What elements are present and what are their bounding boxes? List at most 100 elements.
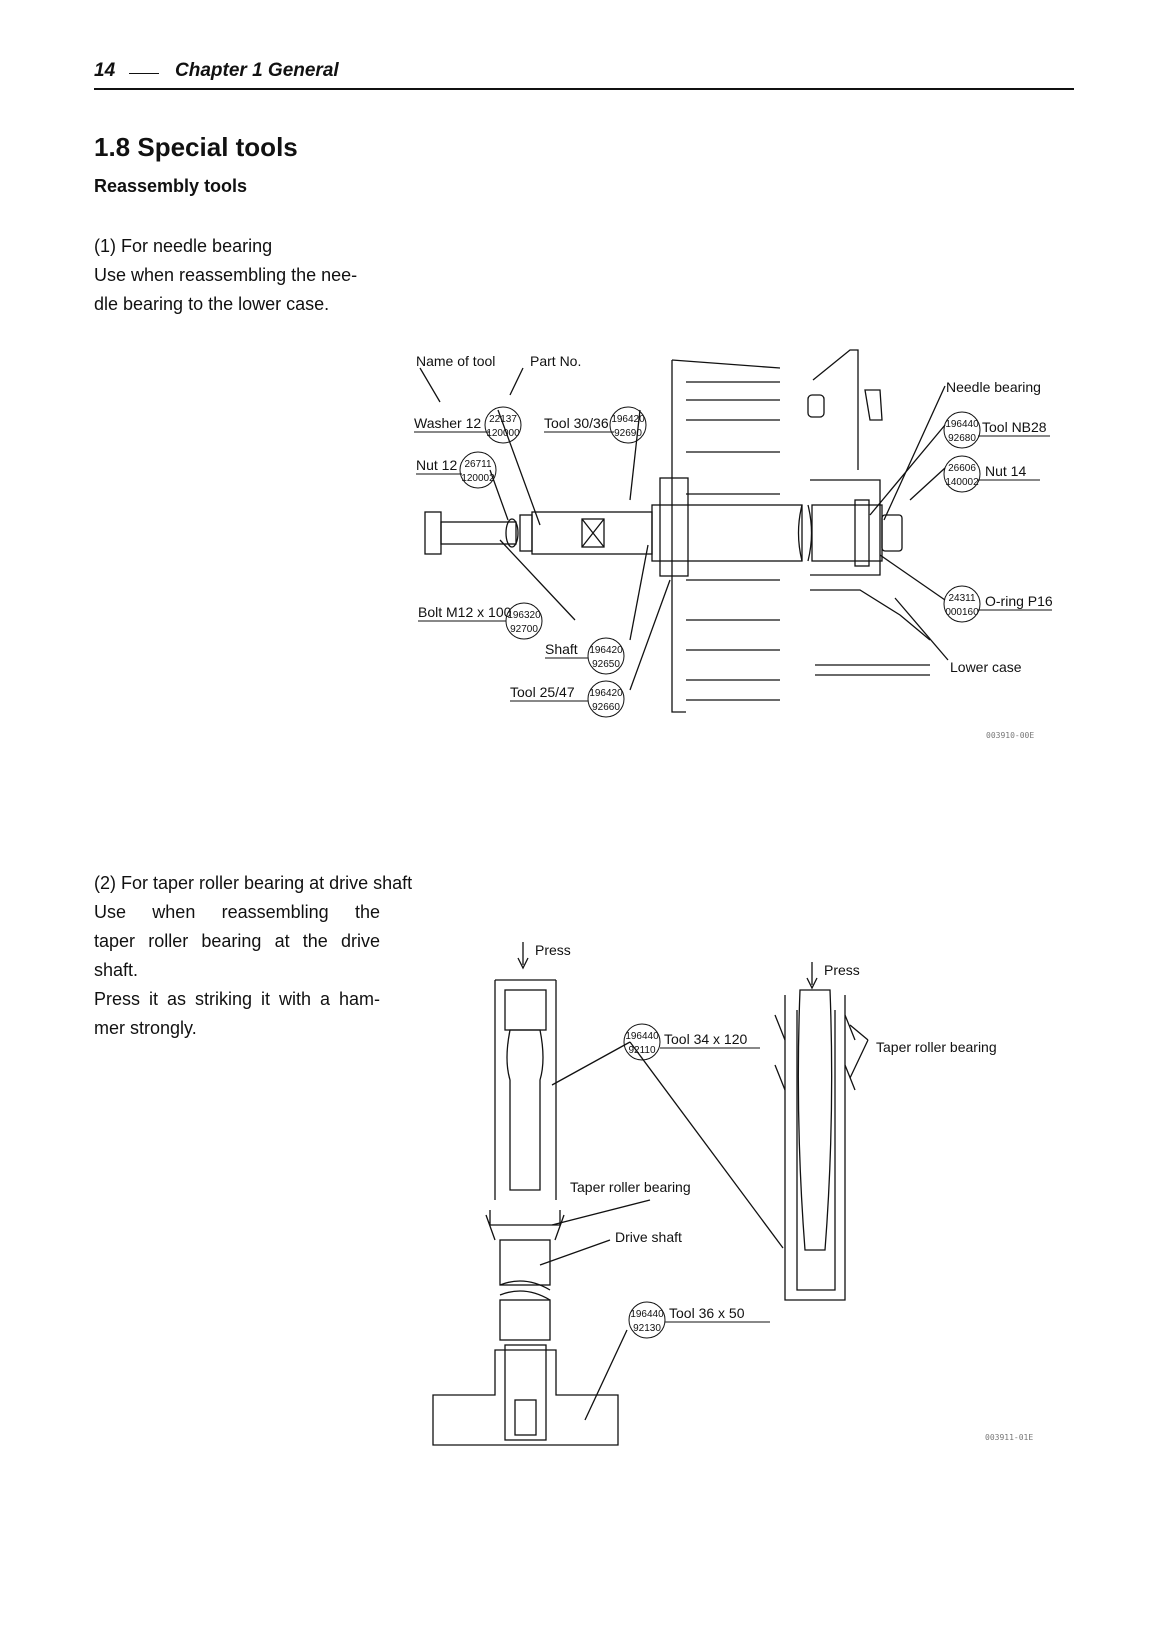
part-callout: 196440 92680 Tool NB28 xyxy=(943,411,1050,449)
leader-needle-bearing xyxy=(883,385,946,521)
part-name: Tool 25/47 xyxy=(510,684,575,700)
part-number-circle xyxy=(623,1023,661,1061)
taper-roller-bearing-tool-figure: Press Press Taper roller bearing Taper r… xyxy=(432,942,1033,1446)
header-rule xyxy=(94,88,1074,90)
part-no-bottom: 92660 xyxy=(592,702,620,713)
leader-tool-34-120-left xyxy=(551,1041,631,1086)
part-no-bottom: 120000 xyxy=(486,428,520,439)
part-name: Washer 12 xyxy=(414,415,481,431)
needle-bearing-shape xyxy=(854,499,870,567)
leader-nut-12 xyxy=(489,469,509,521)
part-number-circle xyxy=(943,411,981,449)
housing-lines xyxy=(686,619,780,701)
leader-tool-25-47 xyxy=(629,579,671,691)
lower-case-outline xyxy=(810,589,931,641)
part-name: Nut 12 xyxy=(416,457,457,473)
label-needle-bearing: Needle bearing xyxy=(946,379,1041,395)
part-callout: 196440 92130 Tool 36 x 50 xyxy=(628,1301,770,1339)
item2-body-line: Press it as striking it with a ham- xyxy=(94,989,380,1009)
label-name-of-tool: Name of tool xyxy=(416,353,495,369)
base-inner-slot xyxy=(514,1399,537,1436)
leader-tool-36-50 xyxy=(584,1329,628,1421)
drive-shaft-right xyxy=(797,989,833,1251)
tool-30-36-shape xyxy=(531,511,653,555)
part-no-top: 196440 xyxy=(945,419,979,430)
figure-code: 003910-00E xyxy=(986,731,1034,740)
part-number-circle xyxy=(484,406,522,444)
item2-body-line: taper roller bearing at the drive xyxy=(94,931,380,951)
part-no-bottom: 140002 xyxy=(945,477,979,488)
item2-text: (2) For taper roller bearing at drive sh… xyxy=(94,869,412,1043)
label-lower-case: Lower case xyxy=(950,659,1022,675)
part-name: Tool NB28 xyxy=(982,419,1047,435)
shaft-shape xyxy=(651,504,803,562)
housing-bore xyxy=(659,477,689,577)
part-number-circle xyxy=(943,455,981,493)
figure-code: 003911-01E xyxy=(985,1433,1033,1442)
part-no-top: 26606 xyxy=(948,463,976,474)
part-number-circle xyxy=(459,451,497,489)
label-part-no: Part No. xyxy=(530,353,581,369)
taper-roller-bearing-left xyxy=(485,1210,565,1241)
sleeve-inner-top xyxy=(504,989,547,1031)
leader-drive-shaft xyxy=(539,1239,611,1266)
part-callout: Bolt M12 x 100 196320 92700 xyxy=(418,602,543,640)
chapter-title: Chapter 1 General xyxy=(175,60,339,81)
part-name: Nut 14 xyxy=(985,463,1026,479)
part-name: Tool 36 x 50 xyxy=(669,1305,745,1321)
part-callout: Tool 25/47 196420 92660 xyxy=(510,680,625,718)
leader-taper-bearing-left xyxy=(551,1199,651,1226)
housing-outline xyxy=(671,360,686,713)
part-callout: Nut 12 26711 120002 xyxy=(416,451,497,489)
bolt-head xyxy=(424,511,442,555)
part-number-circle xyxy=(505,602,543,640)
part-no-bottom: 120002 xyxy=(461,473,495,484)
part-number-circle xyxy=(587,680,625,718)
tool-36-50-base xyxy=(432,1349,619,1446)
part-no-top: 196440 xyxy=(630,1309,664,1320)
leader-tool-nb28 xyxy=(869,424,946,516)
part-no-top: 196440 xyxy=(625,1031,659,1042)
part-callout: Shaft 196420 92650 xyxy=(545,637,625,675)
drive-shaft-middle xyxy=(499,1239,551,1286)
part-no-bottom: 92650 xyxy=(592,659,620,670)
part-no-top: 196320 xyxy=(507,610,541,621)
part-number-circle xyxy=(943,585,981,623)
nut-14-shape xyxy=(881,514,903,552)
leader-taper-bearing-right xyxy=(849,1024,869,1079)
tool-34-120-sleeve xyxy=(494,979,557,1200)
leader-shaft xyxy=(629,544,649,641)
leader-lower-case xyxy=(894,597,949,661)
part-callout: 196440 92110 Tool 34 x 120 xyxy=(623,1023,760,1061)
part-no-bottom: 92700 xyxy=(510,624,538,635)
shaft-break xyxy=(499,1280,551,1301)
page-number: 14 xyxy=(94,60,116,81)
shaft-break xyxy=(797,504,813,562)
leader-o-ring xyxy=(879,554,946,601)
drive-shaft-lower xyxy=(499,1299,551,1341)
housing-lines xyxy=(671,359,781,401)
label-taper-roller-bearing-right: Taper roller bearing xyxy=(876,1039,997,1055)
item1-text: (1) For needle bearing Use when reassemb… xyxy=(94,232,357,319)
part-no-bottom: 92110 xyxy=(628,1045,656,1056)
item1-body-line: dle bearing to the lower case. xyxy=(94,294,330,314)
section-title: 1.8 Special tools xyxy=(94,132,298,162)
part-name: O-ring P16 xyxy=(985,593,1053,609)
bolt-shank xyxy=(440,521,517,545)
press-arrow-left xyxy=(517,942,529,970)
label-press-left: Press xyxy=(535,942,571,958)
leader-tool-34-120-right xyxy=(629,1041,784,1249)
item1-heading: (1) For needle bearing xyxy=(94,236,273,256)
part-no-bottom: 92680 xyxy=(948,433,976,444)
part-number-circle xyxy=(628,1301,666,1339)
item2-body-line: mer strongly. xyxy=(94,1018,197,1038)
part-name: Tool 34 x 120 xyxy=(664,1031,747,1047)
item2-heading: (2) For taper roller bearing at drive sh… xyxy=(94,873,413,893)
drive-shaft-upper xyxy=(506,1029,544,1191)
leader-bolt xyxy=(499,539,576,621)
part-callout: 24311 000160 O-ring P16 xyxy=(943,585,1053,623)
leader-nut-14 xyxy=(909,467,946,501)
part-no-top: 196420 xyxy=(611,414,645,425)
tool-34-120-right xyxy=(784,995,846,1301)
part-number-circle xyxy=(587,637,625,675)
